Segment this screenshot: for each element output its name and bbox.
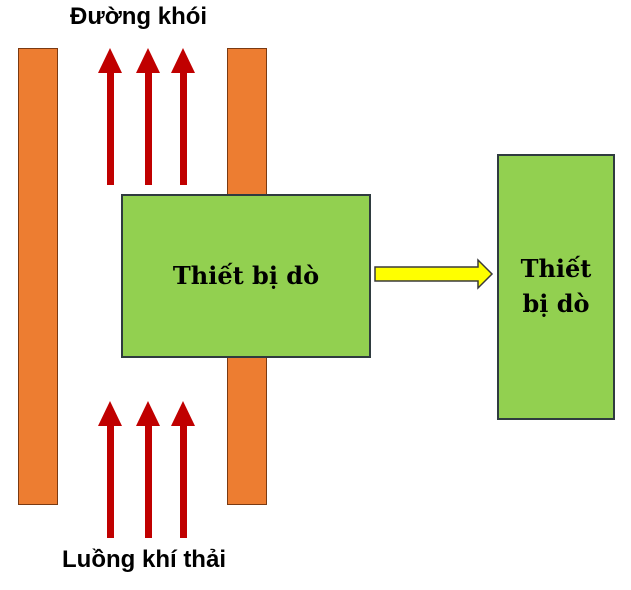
chimney-wall-left <box>18 48 58 505</box>
right-arrow-icon <box>374 258 494 290</box>
up-arrow-icon <box>136 48 160 185</box>
flue-label: Đường khói <box>70 3 208 30</box>
detector-main-label: Thiết bị dò <box>172 261 320 291</box>
chimney-wall-right-lower <box>227 356 267 505</box>
chimney-wall-right-upper <box>227 48 267 196</box>
up-arrow-icon <box>136 401 160 538</box>
up-arrow-icon <box>171 48 195 185</box>
up-arrow-icon <box>98 48 122 185</box>
detector-main-box: Thiết bị dò <box>121 194 371 358</box>
exhaust-flow-label: Luồng khí thải <box>62 546 226 573</box>
detector-side-box: Thiết bị dò <box>497 154 615 420</box>
detector-side-label: Thiết bị dò <box>520 254 592 318</box>
up-arrow-icon <box>98 401 122 538</box>
up-arrow-icon <box>171 401 195 538</box>
